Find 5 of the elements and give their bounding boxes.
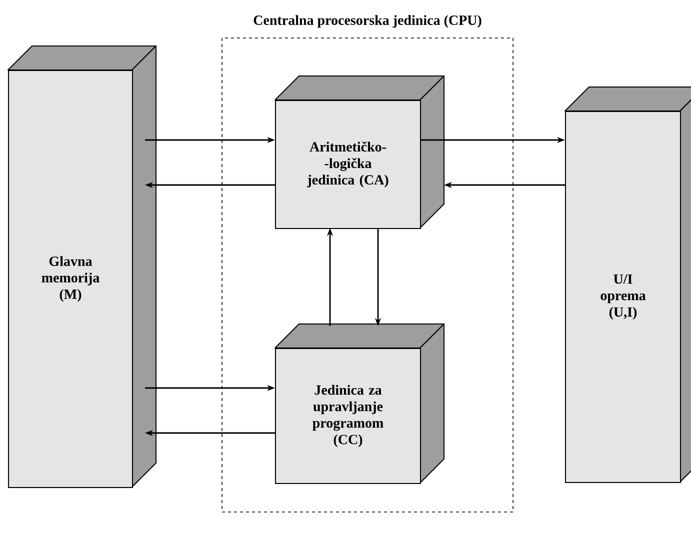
block-drawing: U/I oprema (U,I) [564, 86, 691, 483]
block-drawing: Glavna memorija (M) [8, 46, 156, 488]
block-drawing: Aritmetičko- -logička jedinica (CA) [274, 76, 444, 229]
block-drawing: Jedinica za upravljanje programom (CC) [274, 324, 444, 484]
node-label: Centralna procesorska jedinica (CPU) [254, 15, 482, 28]
